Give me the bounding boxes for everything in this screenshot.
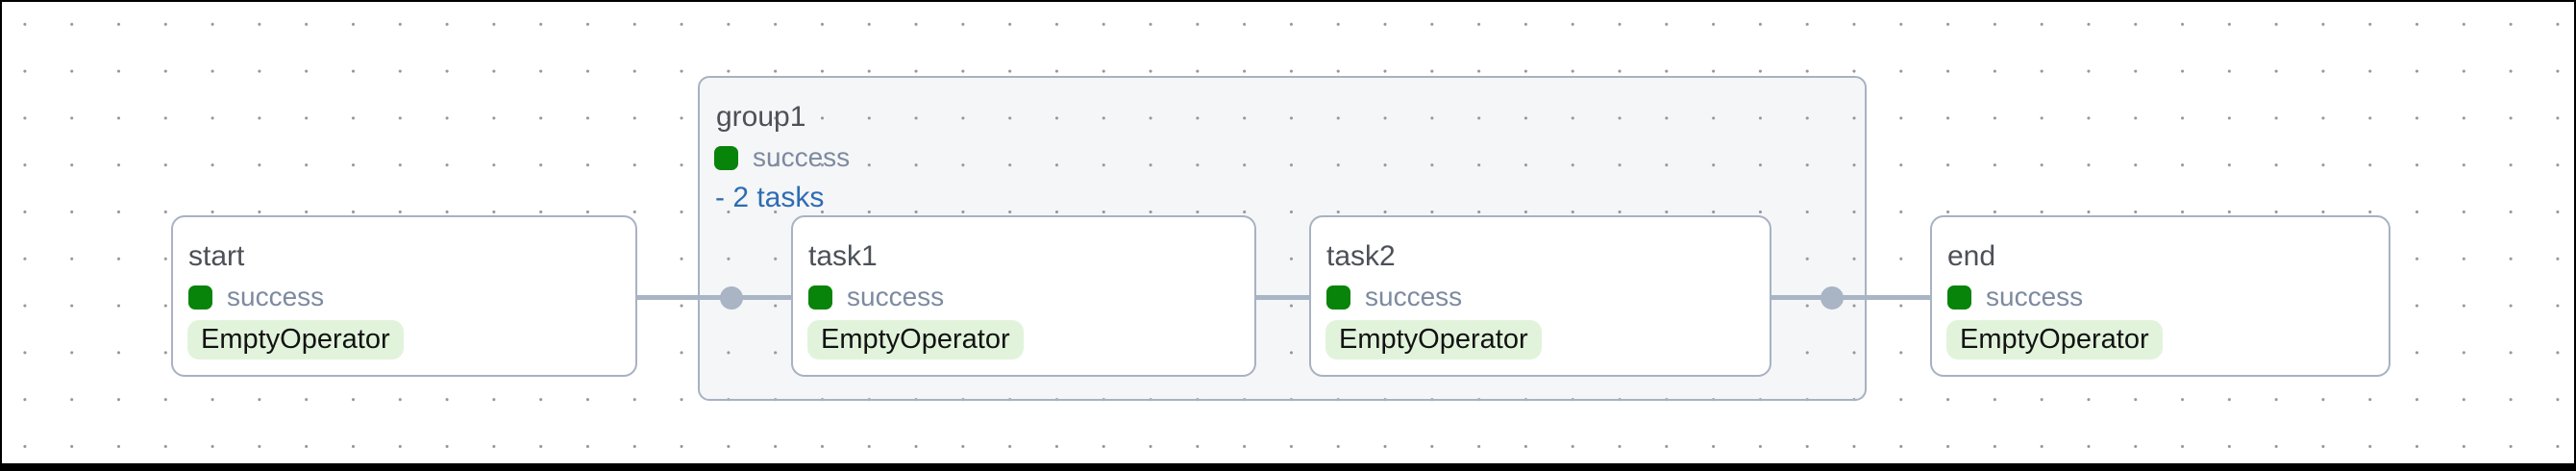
task-title: task1 bbox=[808, 240, 878, 272]
task-node-task2[interactable]: task2 success EmptyOperator bbox=[1309, 215, 1771, 377]
task-status-row: success bbox=[808, 282, 945, 311]
task-status-label: success bbox=[227, 282, 325, 311]
edge-start-task1 bbox=[637, 295, 791, 300]
group-collapse-toggle[interactable]: - 2 tasks bbox=[715, 182, 825, 213]
status-success-icon bbox=[1947, 285, 1971, 310]
edge-junction-dot bbox=[1821, 286, 1844, 310]
operator-badge: EmptyOperator bbox=[1946, 320, 2163, 359]
edge-task2-end bbox=[1771, 295, 1930, 300]
status-success-icon bbox=[1326, 285, 1350, 310]
group-title: group1 bbox=[716, 101, 806, 133]
task-node-end[interactable]: end success EmptyOperator bbox=[1930, 215, 2390, 377]
status-success-icon bbox=[188, 285, 212, 310]
status-success-icon bbox=[808, 285, 832, 310]
operator-badge: EmptyOperator bbox=[1325, 320, 1542, 359]
task-node-start[interactable]: start success EmptyOperator bbox=[171, 215, 637, 377]
task-status-row: success bbox=[1947, 282, 2084, 311]
task-status-label: success bbox=[1986, 282, 2084, 311]
task-status-row: success bbox=[1326, 282, 1463, 311]
group-status-label: success bbox=[753, 142, 851, 172]
edge-junction-dot bbox=[720, 286, 743, 310]
task-title: start bbox=[188, 240, 245, 272]
edge-task1-task2 bbox=[1256, 295, 1309, 300]
task-node-task1[interactable]: task1 success EmptyOperator bbox=[791, 215, 1256, 377]
group-status-row: success bbox=[714, 142, 851, 172]
task-status-label: success bbox=[1365, 282, 1463, 311]
status-success-icon bbox=[714, 145, 738, 170]
operator-badge: EmptyOperator bbox=[807, 320, 1024, 359]
task-title: task2 bbox=[1326, 240, 1396, 272]
task-title: end bbox=[1947, 240, 1996, 272]
task-status-label: success bbox=[847, 282, 945, 311]
task-status-row: success bbox=[188, 282, 325, 311]
operator-badge: EmptyOperator bbox=[187, 320, 404, 359]
